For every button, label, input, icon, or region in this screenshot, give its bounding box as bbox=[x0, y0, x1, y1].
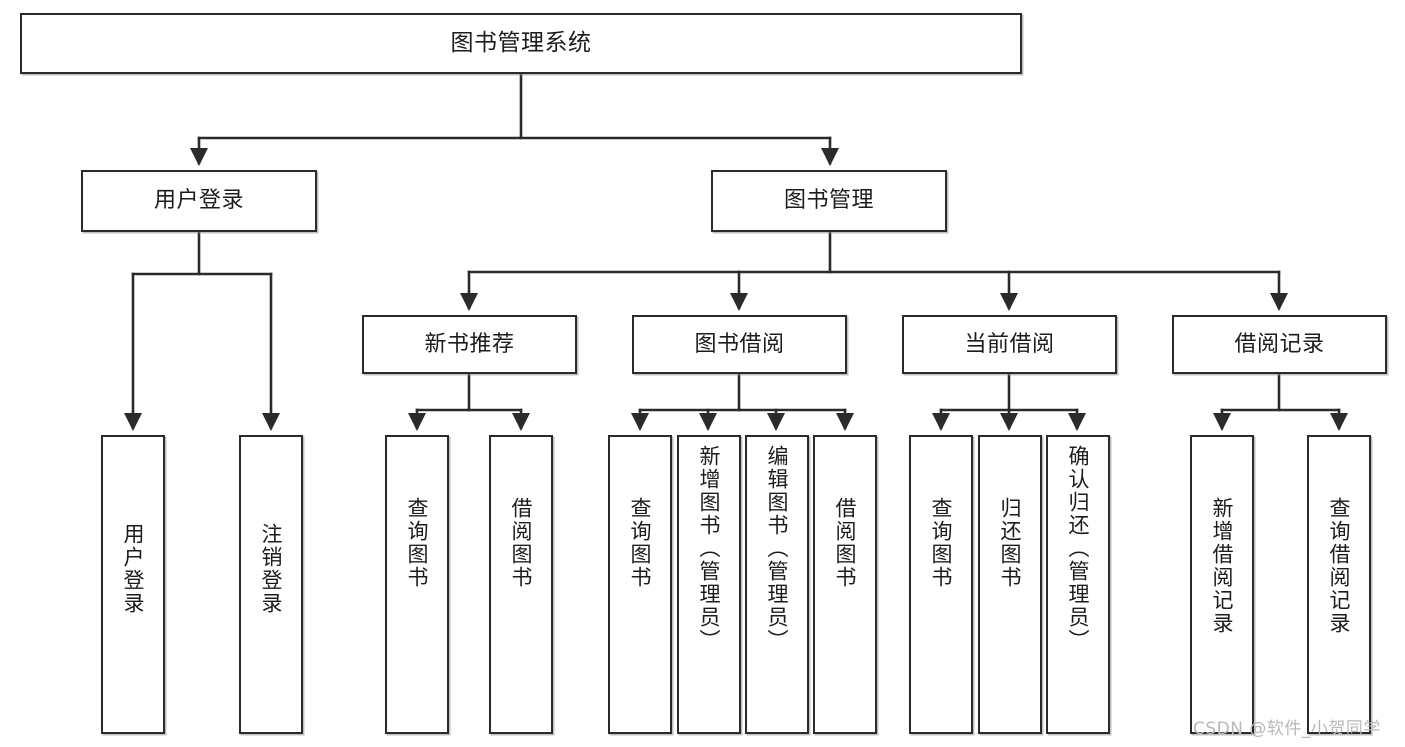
node-leaf-edit-book-admin[interactable]: 编辑图书（管理员） bbox=[745, 435, 809, 734]
node-book-borrow[interactable]: 图书借阅 bbox=[632, 315, 847, 374]
node-user-login[interactable]: 用户登录 bbox=[81, 170, 317, 232]
node-user-login-label: 用户登录 bbox=[153, 188, 244, 214]
node-leaf-add-book-admin[interactable]: 新增图书（管理员） bbox=[677, 435, 741, 734]
node-leaf-confirm-return-admin-label: 确认归还（管理员） bbox=[1066, 445, 1091, 652]
node-book-management[interactable]: 图书管理 bbox=[711, 170, 947, 232]
node-leaf-query-book-1-label: 查询图书 bbox=[405, 497, 430, 589]
node-current-borrow-label: 当前借阅 bbox=[964, 331, 1055, 357]
node-leaf-user-login[interactable]: 用户登录 bbox=[101, 435, 165, 734]
node-leaf-query-borrow-record-label: 查询借阅记录 bbox=[1327, 497, 1352, 635]
node-borrow-record[interactable]: 借阅记录 bbox=[1172, 315, 1387, 374]
node-leaf-confirm-return-admin[interactable]: 确认归还（管理员） bbox=[1046, 435, 1110, 734]
node-root-system-label: 图书管理系统 bbox=[450, 29, 592, 56]
node-book-management-label: 图书管理 bbox=[783, 188, 874, 214]
node-leaf-query-borrow-record[interactable]: 查询借阅记录 bbox=[1307, 435, 1371, 734]
node-leaf-return-book[interactable]: 归还图书 bbox=[978, 435, 1042, 734]
node-leaf-borrow-book-2-label: 借阅图书 bbox=[833, 497, 858, 589]
node-leaf-logout-login[interactable]: 注销登录 bbox=[239, 435, 303, 734]
node-leaf-user-login-label: 用户登录 bbox=[121, 523, 146, 615]
node-leaf-borrow-book-1[interactable]: 借阅图书 bbox=[489, 435, 553, 734]
node-leaf-edit-book-admin-label: 编辑图书（管理员） bbox=[765, 445, 790, 652]
node-leaf-query-book-1[interactable]: 查询图书 bbox=[385, 435, 449, 734]
node-new-book-recommend-label: 新书推荐 bbox=[424, 331, 515, 357]
node-leaf-add-borrow-record-label: 新增借阅记录 bbox=[1210, 497, 1235, 635]
node-leaf-logout-login-label: 注销登录 bbox=[259, 523, 284, 615]
node-new-book-recommend[interactable]: 新书推荐 bbox=[362, 315, 577, 374]
node-leaf-return-book-label: 归还图书 bbox=[998, 497, 1023, 589]
node-root-system[interactable]: 图书管理系统 bbox=[20, 13, 1022, 74]
node-leaf-query-book-3-label: 查询图书 bbox=[929, 497, 954, 589]
node-leaf-query-book-2-label: 查询图书 bbox=[628, 497, 653, 589]
node-leaf-borrow-book-2[interactable]: 借阅图书 bbox=[813, 435, 877, 734]
csdn-watermark: CSDN @软件_小贺同学 bbox=[1193, 719, 1381, 739]
node-borrow-record-label: 借阅记录 bbox=[1234, 331, 1325, 357]
node-leaf-query-book-3[interactable]: 查询图书 bbox=[909, 435, 973, 734]
node-leaf-borrow-book-1-label: 借阅图书 bbox=[509, 497, 534, 589]
node-current-borrow[interactable]: 当前借阅 bbox=[902, 315, 1117, 374]
node-book-borrow-label: 图书借阅 bbox=[694, 331, 785, 357]
node-leaf-add-book-admin-label: 新增图书（管理员） bbox=[697, 445, 722, 652]
node-leaf-query-book-2[interactable]: 查询图书 bbox=[608, 435, 672, 734]
node-leaf-add-borrow-record[interactable]: 新增借阅记录 bbox=[1190, 435, 1254, 734]
